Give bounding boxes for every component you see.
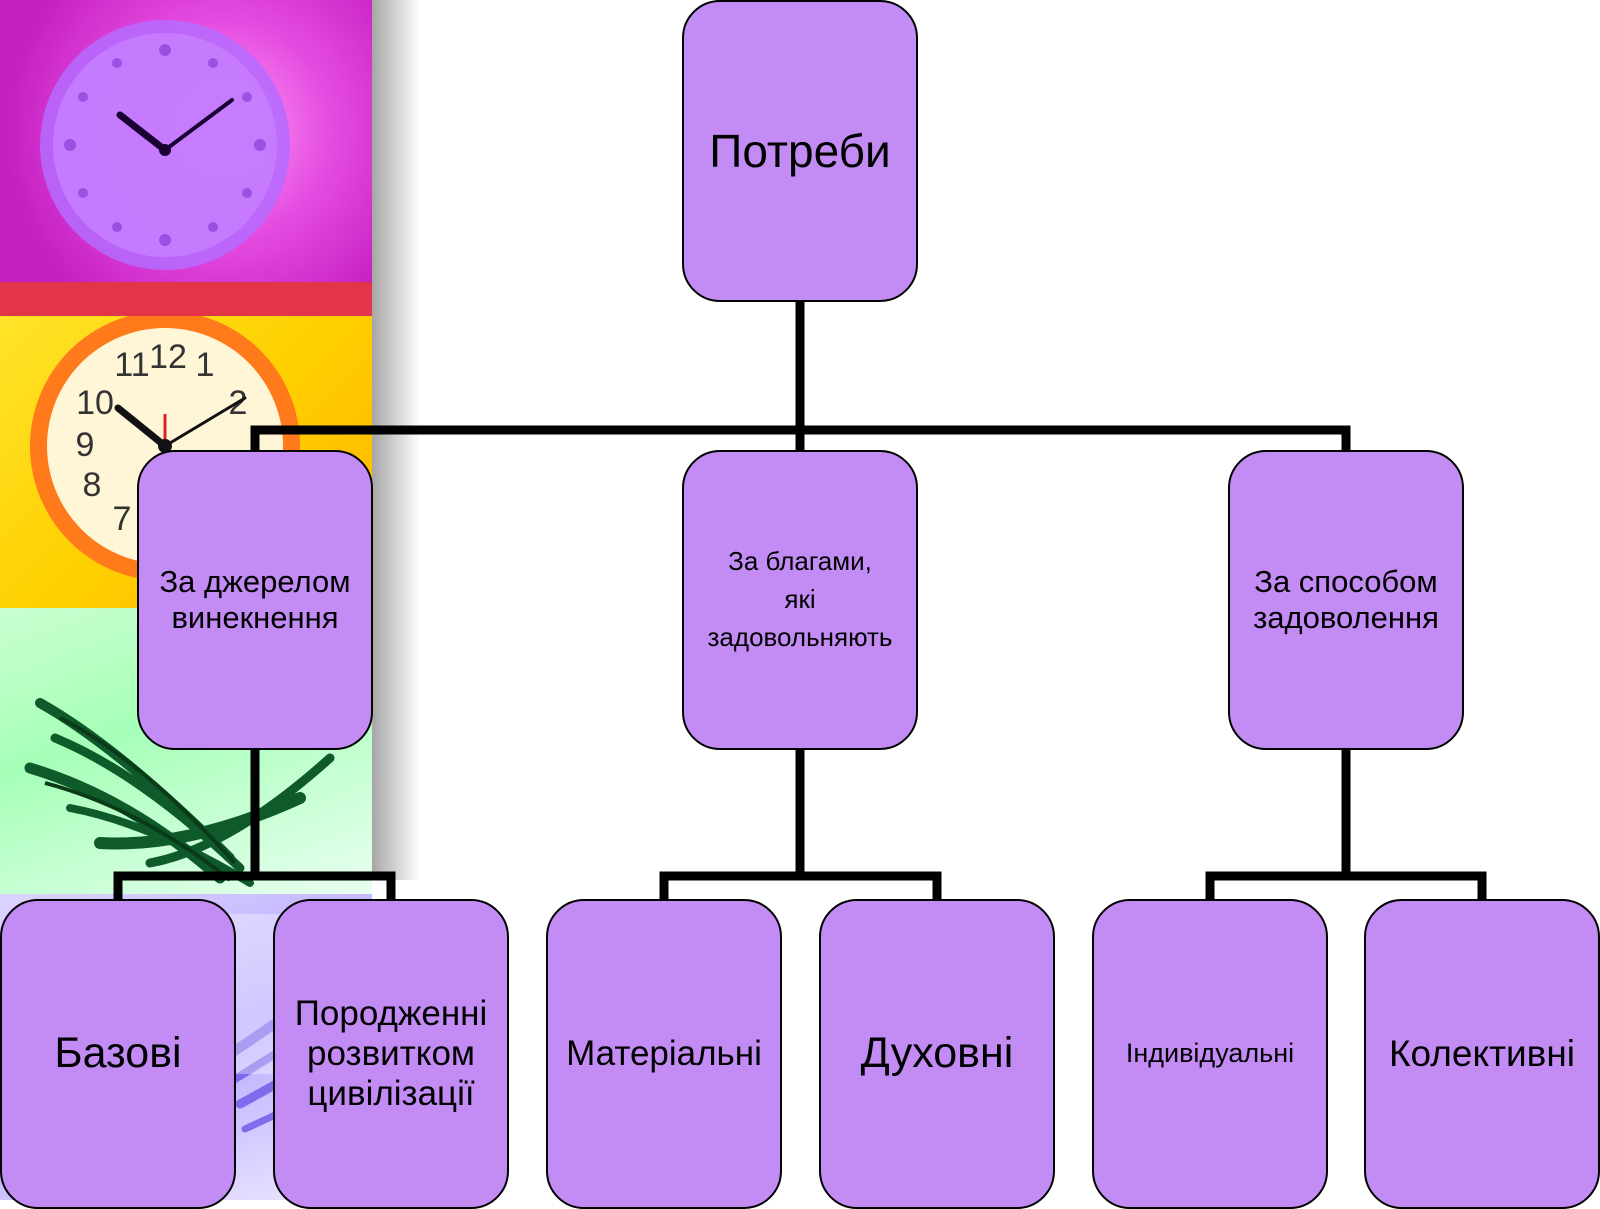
svg-text:7: 7 [113, 500, 132, 538]
leaf-label: Індивідуальні [1125, 1038, 1295, 1069]
leaf-node-basic: Базові [0, 899, 236, 1209]
category-node-satisfaction: За способом задоволення [1228, 450, 1464, 750]
leaf-node-spiritual: Духовні [819, 899, 1055, 1209]
category-label: За способом задоволення [1253, 564, 1439, 635]
category-node-goods: За благами, які задовольняють [682, 450, 918, 750]
svg-text:10: 10 [76, 384, 114, 422]
leaf-node-civilization: Породженні розвитком цивілізації [273, 899, 509, 1209]
strip-shadow [372, 0, 420, 880]
leaf-label: Породженні розвитком цивілізації [294, 993, 488, 1114]
svg-text:12: 12 [149, 338, 187, 376]
leaf-node-individual: Індивідуальні [1092, 899, 1328, 1209]
category-node-source: За джерелом винекнення [137, 450, 373, 750]
book-stack-icon [24, 698, 335, 887]
leaf-label: Духовні [860, 1029, 1014, 1078]
leaf-node-collective: Колективні [1364, 899, 1600, 1209]
svg-text:1: 1 [196, 346, 215, 384]
leaf-label: Матеріальні [566, 1033, 762, 1073]
category-label: За джерелом винекнення [159, 564, 351, 635]
root-label: Потреби [709, 124, 891, 177]
leaf-node-material: Матеріальні [546, 899, 782, 1209]
root-node: Потреби [682, 0, 918, 302]
leaf-label: Базові [54, 1029, 182, 1078]
clock-photo-magenta [0, 0, 372, 288]
svg-text:11: 11 [114, 346, 149, 384]
wall-clock-icon [40, 20, 290, 270]
svg-text:9: 9 [76, 426, 95, 464]
leaf-label: Колективні [1388, 1032, 1575, 1074]
svg-text:8: 8 [83, 466, 102, 504]
category-label: За благами, які задовольняють [707, 546, 893, 652]
